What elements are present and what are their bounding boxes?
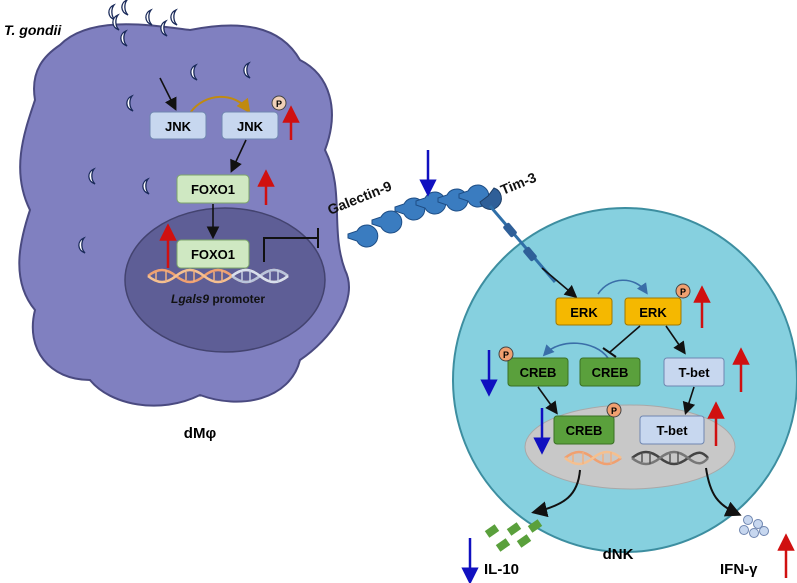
phospho-label: P (680, 287, 686, 297)
dna-helix-icon (147, 268, 289, 284)
il10-molecules-icon (484, 519, 543, 552)
creb-phospho-label: CREB (520, 365, 557, 380)
erk-label: ERK (570, 305, 598, 320)
jnk-to-foxo1-arrow (230, 139, 247, 173)
phospho-label: P (276, 99, 282, 109)
tim3-to-erk-arrow (541, 267, 578, 299)
ifng-label: IFN-γ (720, 561, 758, 578)
transcription-arrow (263, 237, 318, 262)
promoter-label: Lgals9 promoter (171, 292, 265, 306)
infection-arrow (159, 77, 177, 111)
creb-translocation-arrow (537, 386, 558, 415)
phospho-icon (675, 283, 691, 299)
foxo1-nucleus-node (176, 239, 250, 269)
tbet-label: T-bet (678, 365, 710, 380)
erk-node (555, 297, 613, 326)
jnk-phospho-node (221, 111, 279, 140)
erk-to-tbet-arrow (665, 325, 686, 355)
inhibition-bar (602, 347, 617, 358)
creb-node (579, 357, 641, 387)
jnk-phospho-label: JNK (237, 119, 264, 134)
tbet-nucleus-label: T-bet (656, 423, 688, 438)
foxo1-cytoplasm-label: FOXO1 (191, 182, 235, 197)
macrophage-label: dMφ (184, 425, 217, 442)
tbet-nucleus-node (639, 415, 705, 445)
phospho-icon (606, 402, 622, 418)
foxo1-nucleus-label: FOXO1 (191, 247, 235, 262)
ifng-secretion-arrow (705, 467, 742, 517)
erk-phosphorylation-arrow (597, 279, 648, 295)
il10-label: IL-10 (484, 561, 519, 578)
dna-helix-icon (564, 450, 709, 466)
creb-nucleus-node (553, 415, 615, 445)
creb-dephosphorylation-arrow (542, 342, 609, 359)
il10-secretion-arrow (531, 469, 581, 518)
phospho-label: P (503, 350, 509, 360)
nk-cell-label: dNK (603, 546, 634, 563)
foxo1-cytoplasm-node (176, 174, 250, 204)
creb-nucleus-label: CREB (566, 423, 603, 438)
creb-label: CREB (592, 365, 629, 380)
erk-phospho-label: ERK (639, 305, 667, 320)
creb-phospho-node (507, 357, 569, 387)
erk-inhibits-creb (609, 325, 641, 353)
phospho-icon (498, 346, 514, 362)
pathogen-label: T. gondii (4, 22, 62, 38)
phospho-label: P (611, 406, 617, 416)
jnk-label: JNK (165, 119, 192, 134)
tim-3-label: Tim-3 (498, 169, 539, 198)
tbet-node (663, 357, 725, 387)
jnk-node (149, 111, 207, 140)
ifng-molecules-icon (739, 515, 769, 538)
jnk-phosphorylation-arrow (189, 95, 251, 114)
erk-phospho-node (624, 297, 682, 326)
tbet-translocation-arrow (682, 386, 696, 416)
